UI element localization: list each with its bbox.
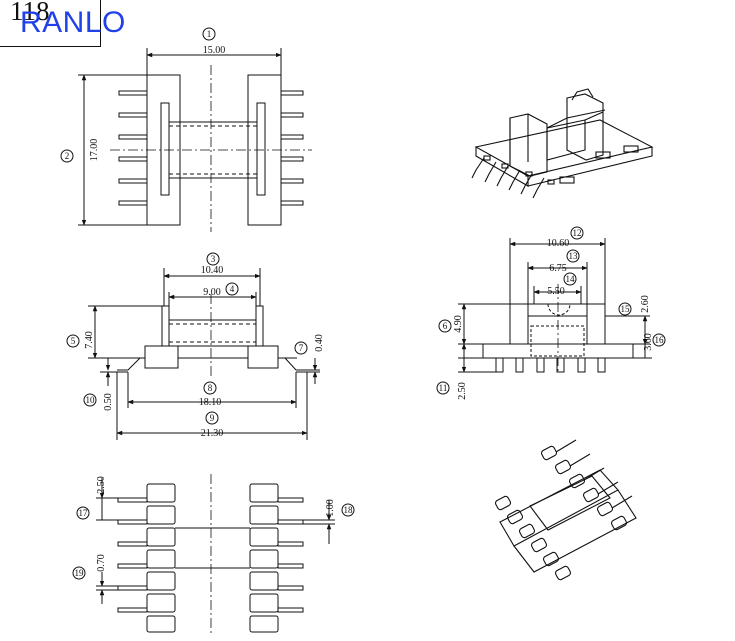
dim-19: 0.70 <box>96 554 107 572</box>
front-view: 10.60 12 6.75 13 5.50 14 4.90 6 2.50 11 <box>436 226 666 400</box>
callout-4: 4 <box>230 284 235 294</box>
dim-15: 2.60 <box>640 295 651 313</box>
callout-6: 6 <box>443 321 448 331</box>
dim-5: 7.40 <box>84 331 95 349</box>
callout-10: 10 <box>86 395 96 405</box>
callout-8: 8 <box>208 383 213 393</box>
callout-18: 18 <box>344 505 354 515</box>
dim-14: 5.50 <box>547 286 565 297</box>
part-number: 118 <box>10 0 50 26</box>
dim-3: 10.40 <box>201 265 224 276</box>
dim-13: 6.75 <box>549 263 567 274</box>
callout-17: 17 <box>79 508 89 518</box>
dim-16: 3.60 <box>643 333 654 351</box>
bottom-view: 2.50 17 0.70 19 1.00 18 <box>72 474 355 636</box>
callout-2: 2 <box>65 151 70 161</box>
pads-left <box>146 483 176 633</box>
dim-4: 9.00 <box>203 287 221 298</box>
title-block <box>0 0 101 47</box>
callout-3: 3 <box>211 254 216 264</box>
callout-7: 7 <box>299 343 304 353</box>
dim-11: 2.50 <box>457 382 468 400</box>
side-view: 10.40 3 9.00 4 7.40 5 0.40 7 0.50 10 <box>66 252 325 440</box>
callout-11: 11 <box>439 383 448 393</box>
callout-5: 5 <box>71 336 76 346</box>
iso-bottom-pins <box>555 439 633 509</box>
callout-19: 19 <box>75 568 85 578</box>
top-view: 15.00 1 17.00 2 <box>60 27 312 232</box>
isometric-view-top <box>471 88 654 199</box>
dim-17: 2.50 <box>96 476 107 494</box>
dim-18: 1.00 <box>325 499 336 517</box>
callout-9: 9 <box>210 413 215 423</box>
dim-10: 0.50 <box>103 393 114 411</box>
dim-2: 17.00 <box>89 139 100 162</box>
brand-logo: RANLO <box>20 6 126 39</box>
callout-12: 12 <box>573 228 582 238</box>
dim-12: 10.60 <box>547 238 570 249</box>
callout-14: 14 <box>566 274 576 284</box>
callout-13: 13 <box>569 251 579 261</box>
callout-15: 15 <box>621 304 631 314</box>
dim-7: 0.40 <box>314 334 325 352</box>
pins-right <box>280 90 304 206</box>
dim-8: 18.10 <box>199 397 222 408</box>
isometric-view-bottom <box>494 439 637 581</box>
bottom-pins-right <box>277 497 304 613</box>
iso-bottom-pads-left <box>494 495 572 581</box>
iso-bottom-pads-right <box>540 445 628 531</box>
iso-pins <box>471 145 639 199</box>
bottom-pins-left <box>117 497 148 613</box>
dim-9: 21.30 <box>201 428 224 439</box>
dim-1: 15.00 <box>203 45 226 56</box>
front-pins <box>495 358 606 373</box>
pins-left <box>118 90 148 206</box>
callout-1: 1 <box>207 29 212 39</box>
callout-16: 16 <box>655 335 665 345</box>
dim-6: 4.90 <box>453 315 464 333</box>
pads-right <box>249 483 279 633</box>
